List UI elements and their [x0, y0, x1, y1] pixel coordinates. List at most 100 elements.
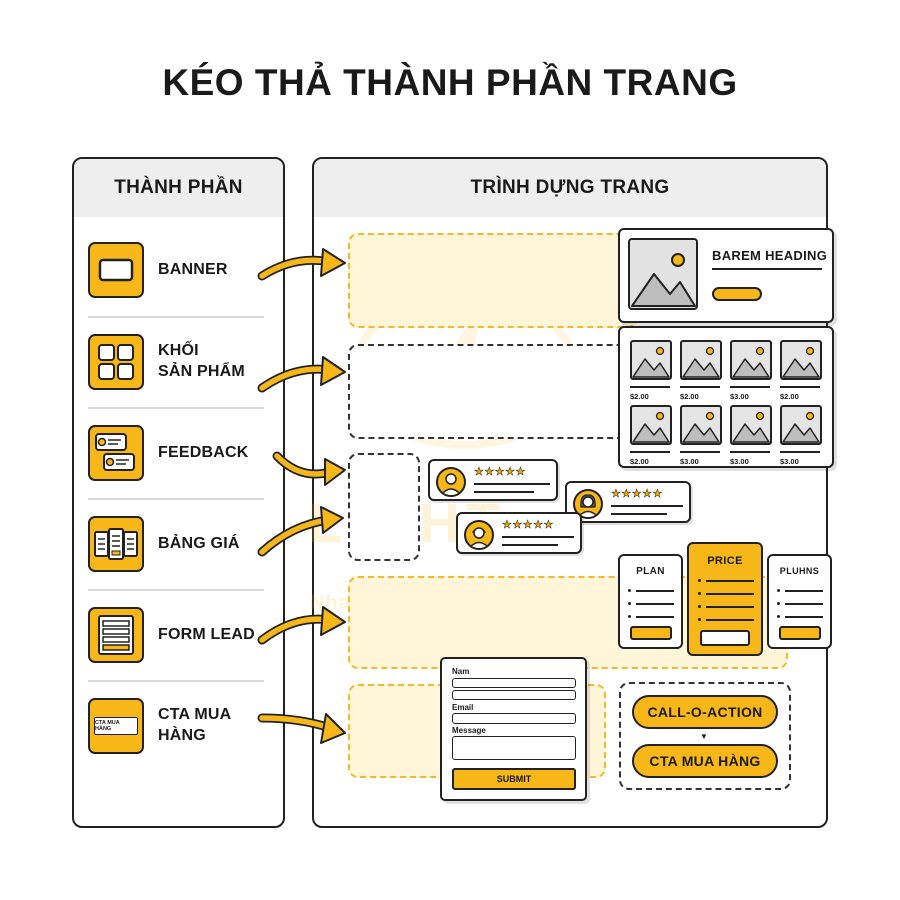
banner-button[interactable] [712, 287, 762, 301]
divider [88, 589, 264, 591]
message-textarea[interactable] [452, 736, 576, 760]
cta-button-icon: CTA MUA HÀNG [88, 698, 144, 754]
product-price: $2.00 [630, 391, 649, 401]
plan-title: PLUHNS [779, 566, 820, 576]
banner-card[interactable]: BAREM HEADING [618, 228, 834, 323]
bullet [777, 615, 780, 618]
avatar-icon [464, 520, 494, 550]
plan-button[interactable] [779, 626, 821, 640]
bullet [777, 602, 780, 605]
text-line [785, 590, 823, 592]
name-input-2[interactable] [452, 690, 576, 700]
plan-button[interactable] [700, 630, 750, 646]
bullet [698, 618, 701, 621]
product-item[interactable]: $2.00 [630, 340, 672, 401]
cta-buy-button[interactable]: CTA MUA HÀNG [632, 744, 778, 778]
product-item[interactable]: $2.00 [680, 340, 722, 401]
product-grid-icon [88, 334, 144, 390]
text-line [502, 536, 574, 538]
arrow-down-icon: ▼ [700, 732, 708, 741]
text-line [630, 451, 670, 453]
dropzone-banner[interactable] [348, 233, 638, 328]
call-to-action-button[interactable]: CALL-O-ACTION [632, 695, 778, 729]
text-line [474, 491, 534, 493]
product-item[interactable]: $2.00 [780, 340, 822, 401]
divider [88, 498, 264, 500]
submit-button[interactable]: SUBMIT [452, 768, 576, 790]
product-image-icon [680, 405, 722, 445]
dropzone-feedback[interactable] [348, 453, 420, 561]
product-image-icon [730, 405, 772, 445]
product-block-card[interactable]: $2.00$2.00$3.00$2.00$2.00$3.00$3.00$3.00 [618, 326, 834, 468]
text-line [780, 386, 820, 388]
text-line [680, 451, 720, 453]
banner-icon [88, 242, 144, 298]
component-lead-form[interactable]: FORM LEAD [88, 599, 278, 671]
product-price: $3.00 [680, 456, 699, 466]
text-line [630, 386, 670, 388]
pricing-table-icon [88, 516, 144, 572]
component-product-block[interactable]: KHỐI SẢN PHẨM [88, 326, 278, 398]
arrow-feedback [272, 451, 346, 486]
bullet [777, 589, 780, 592]
divider [88, 316, 264, 318]
product-item[interactable]: $3.00 [730, 405, 772, 466]
page-builder-heading: TRÌNH DỰNG TRANG [314, 159, 826, 217]
feedback-card[interactable]: ★★★★★ [456, 512, 582, 554]
text-line [706, 580, 754, 582]
component-feedback[interactable]: FEEDBACK [88, 417, 278, 489]
feedback-card[interactable]: ★★★★★ [565, 481, 691, 523]
text-line [785, 603, 823, 605]
rating-stars: ★★★★★ [474, 466, 526, 479]
page-title: KÉO THẢ THÀNH PHẦN TRANG [162, 62, 738, 103]
field-label-name: Nam [452, 667, 470, 676]
components-panel-heading: THÀNH PHẦN [74, 159, 283, 217]
form-icon [88, 607, 144, 663]
rating-stars: ★★★★★ [502, 519, 554, 532]
component-cta[interactable]: CTA MUA HÀNG CTA MUA HÀNG [88, 690, 278, 762]
text-line [636, 616, 674, 618]
feedback-card[interactable]: ★★★★★ [428, 459, 558, 501]
pricing-plan-card[interactable]: PLAN [618, 554, 683, 649]
text-line [474, 483, 550, 485]
component-banner[interactable]: BANNER [88, 234, 278, 306]
product-image-icon [630, 405, 672, 445]
component-label: CTA MUA HÀNG [158, 706, 232, 744]
email-input[interactable] [452, 713, 576, 724]
product-price: $3.00 [730, 391, 749, 401]
avatar-icon [436, 467, 466, 497]
field-label-email: Email [452, 703, 474, 712]
product-item[interactable]: $3.00 [730, 340, 772, 401]
product-price: $2.00 [630, 456, 649, 466]
pricing-plan-card[interactable]: PLUHNS [767, 554, 832, 649]
product-item[interactable]: $2.00 [630, 405, 672, 466]
bullet [628, 602, 631, 605]
text-line [611, 513, 667, 515]
dropzone-product-block[interactable] [348, 344, 638, 439]
lead-form-card[interactable]: Nam Email Message SUBMIT [440, 657, 587, 801]
cta-icon-text: CTA MUA HÀNG [94, 717, 138, 735]
bullet [698, 579, 701, 582]
arrow-banner [257, 248, 346, 281]
avatar-icon [573, 489, 603, 519]
text-line [730, 451, 770, 453]
arrow-pricing [257, 506, 344, 557]
component-pricing-table[interactable]: BẢNG GIÁ [88, 508, 278, 580]
plan-title: PRICE [707, 555, 743, 567]
plan-button[interactable] [630, 626, 672, 640]
text-line [611, 505, 683, 507]
product-price: $3.00 [730, 456, 749, 466]
field-label-message: Message [452, 726, 486, 735]
text-line [706, 606, 754, 608]
product-item[interactable]: $3.00 [780, 405, 822, 466]
component-label: BANNER [158, 260, 228, 278]
product-item[interactable]: $3.00 [680, 405, 722, 466]
image-placeholder-icon [628, 238, 698, 310]
text-line [680, 386, 720, 388]
bullet [628, 615, 631, 618]
pricing-featured-card[interactable]: PRICE [687, 542, 763, 656]
bullet [628, 589, 631, 592]
rating-stars: ★★★★★ [611, 488, 663, 501]
name-input[interactable] [452, 678, 576, 688]
